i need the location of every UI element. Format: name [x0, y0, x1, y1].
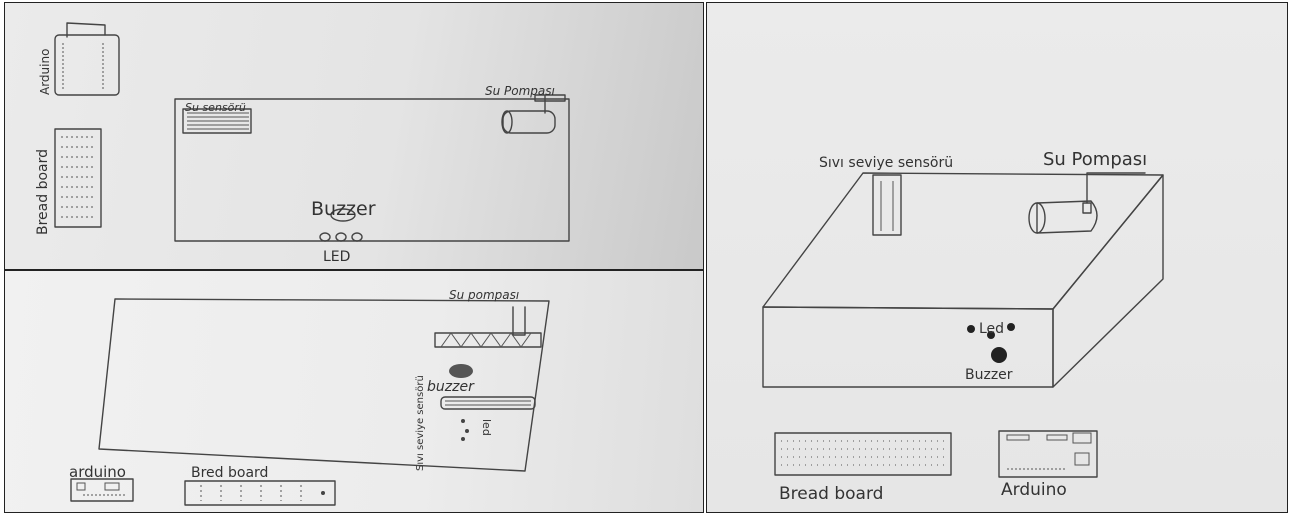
led-group: [461, 419, 469, 441]
enclosure-3d: [763, 173, 1163, 387]
label-pump: Su pompası: [449, 288, 519, 302]
sketch-3d-view: Sıvı seviye sensörü Su Pompası Led Buzze…: [706, 2, 1288, 513]
breadboard: [185, 481, 335, 505]
pump: [435, 307, 541, 347]
label-buzzer: Buzzer: [311, 198, 376, 220]
sketch-top-view: Arduino Bread board Su sensörü Su Pompas…: [4, 2, 704, 270]
label-arduino: arduino: [69, 463, 126, 481]
label-breadboard: Bread board: [35, 149, 51, 235]
label-breadboard: Bread board: [779, 484, 883, 504]
label-buzzer: Buzzer: [965, 367, 1013, 383]
sketch-3d-view-drawing: Sıvı seviye sensörü Su Pompası Led Buzze…: [707, 3, 1288, 513]
label-led: LED: [323, 249, 350, 265]
label-buzzer: buzzer: [427, 379, 475, 395]
label-level-sensor: Sıvı seviye sensörü: [819, 155, 953, 171]
label-pump: Su Pompası: [485, 84, 555, 98]
buzzer-element: [991, 347, 1007, 363]
sketch-side-view-drawing: Su pompası buzzer led Sıvı seviye sensör…: [5, 271, 704, 513]
breadboard: [775, 433, 951, 475]
arduino-board: [55, 23, 119, 95]
level-sensor: [873, 175, 901, 235]
arduino-board: [999, 431, 1097, 477]
pump: [1029, 173, 1145, 233]
buzzer-element: [449, 364, 473, 378]
breadboard: [55, 129, 101, 227]
label-breadboard: Bred board: [191, 465, 268, 481]
label-arduino: Arduino: [1001, 480, 1067, 500]
level-sensor: [441, 397, 535, 409]
label-pump: Su Pompası: [1043, 149, 1147, 170]
label-led: led: [480, 419, 493, 436]
led-group: [320, 233, 362, 241]
sketch-side-view: Su pompası buzzer led Sıvı seviye sensör…: [4, 270, 704, 513]
sketch-top-view-drawing: Arduino Bread board Su sensörü Su Pompas…: [5, 3, 704, 270]
label-level-sensor: Sıvı seviye sensörü: [415, 375, 426, 471]
label-led: Led: [979, 321, 1004, 337]
enclosure-outline: [99, 299, 549, 471]
label-water-sensor: Su sensörü: [185, 101, 246, 114]
arduino-board: [71, 479, 133, 501]
pump: [502, 95, 565, 133]
label-arduino: Arduino: [38, 49, 52, 95]
